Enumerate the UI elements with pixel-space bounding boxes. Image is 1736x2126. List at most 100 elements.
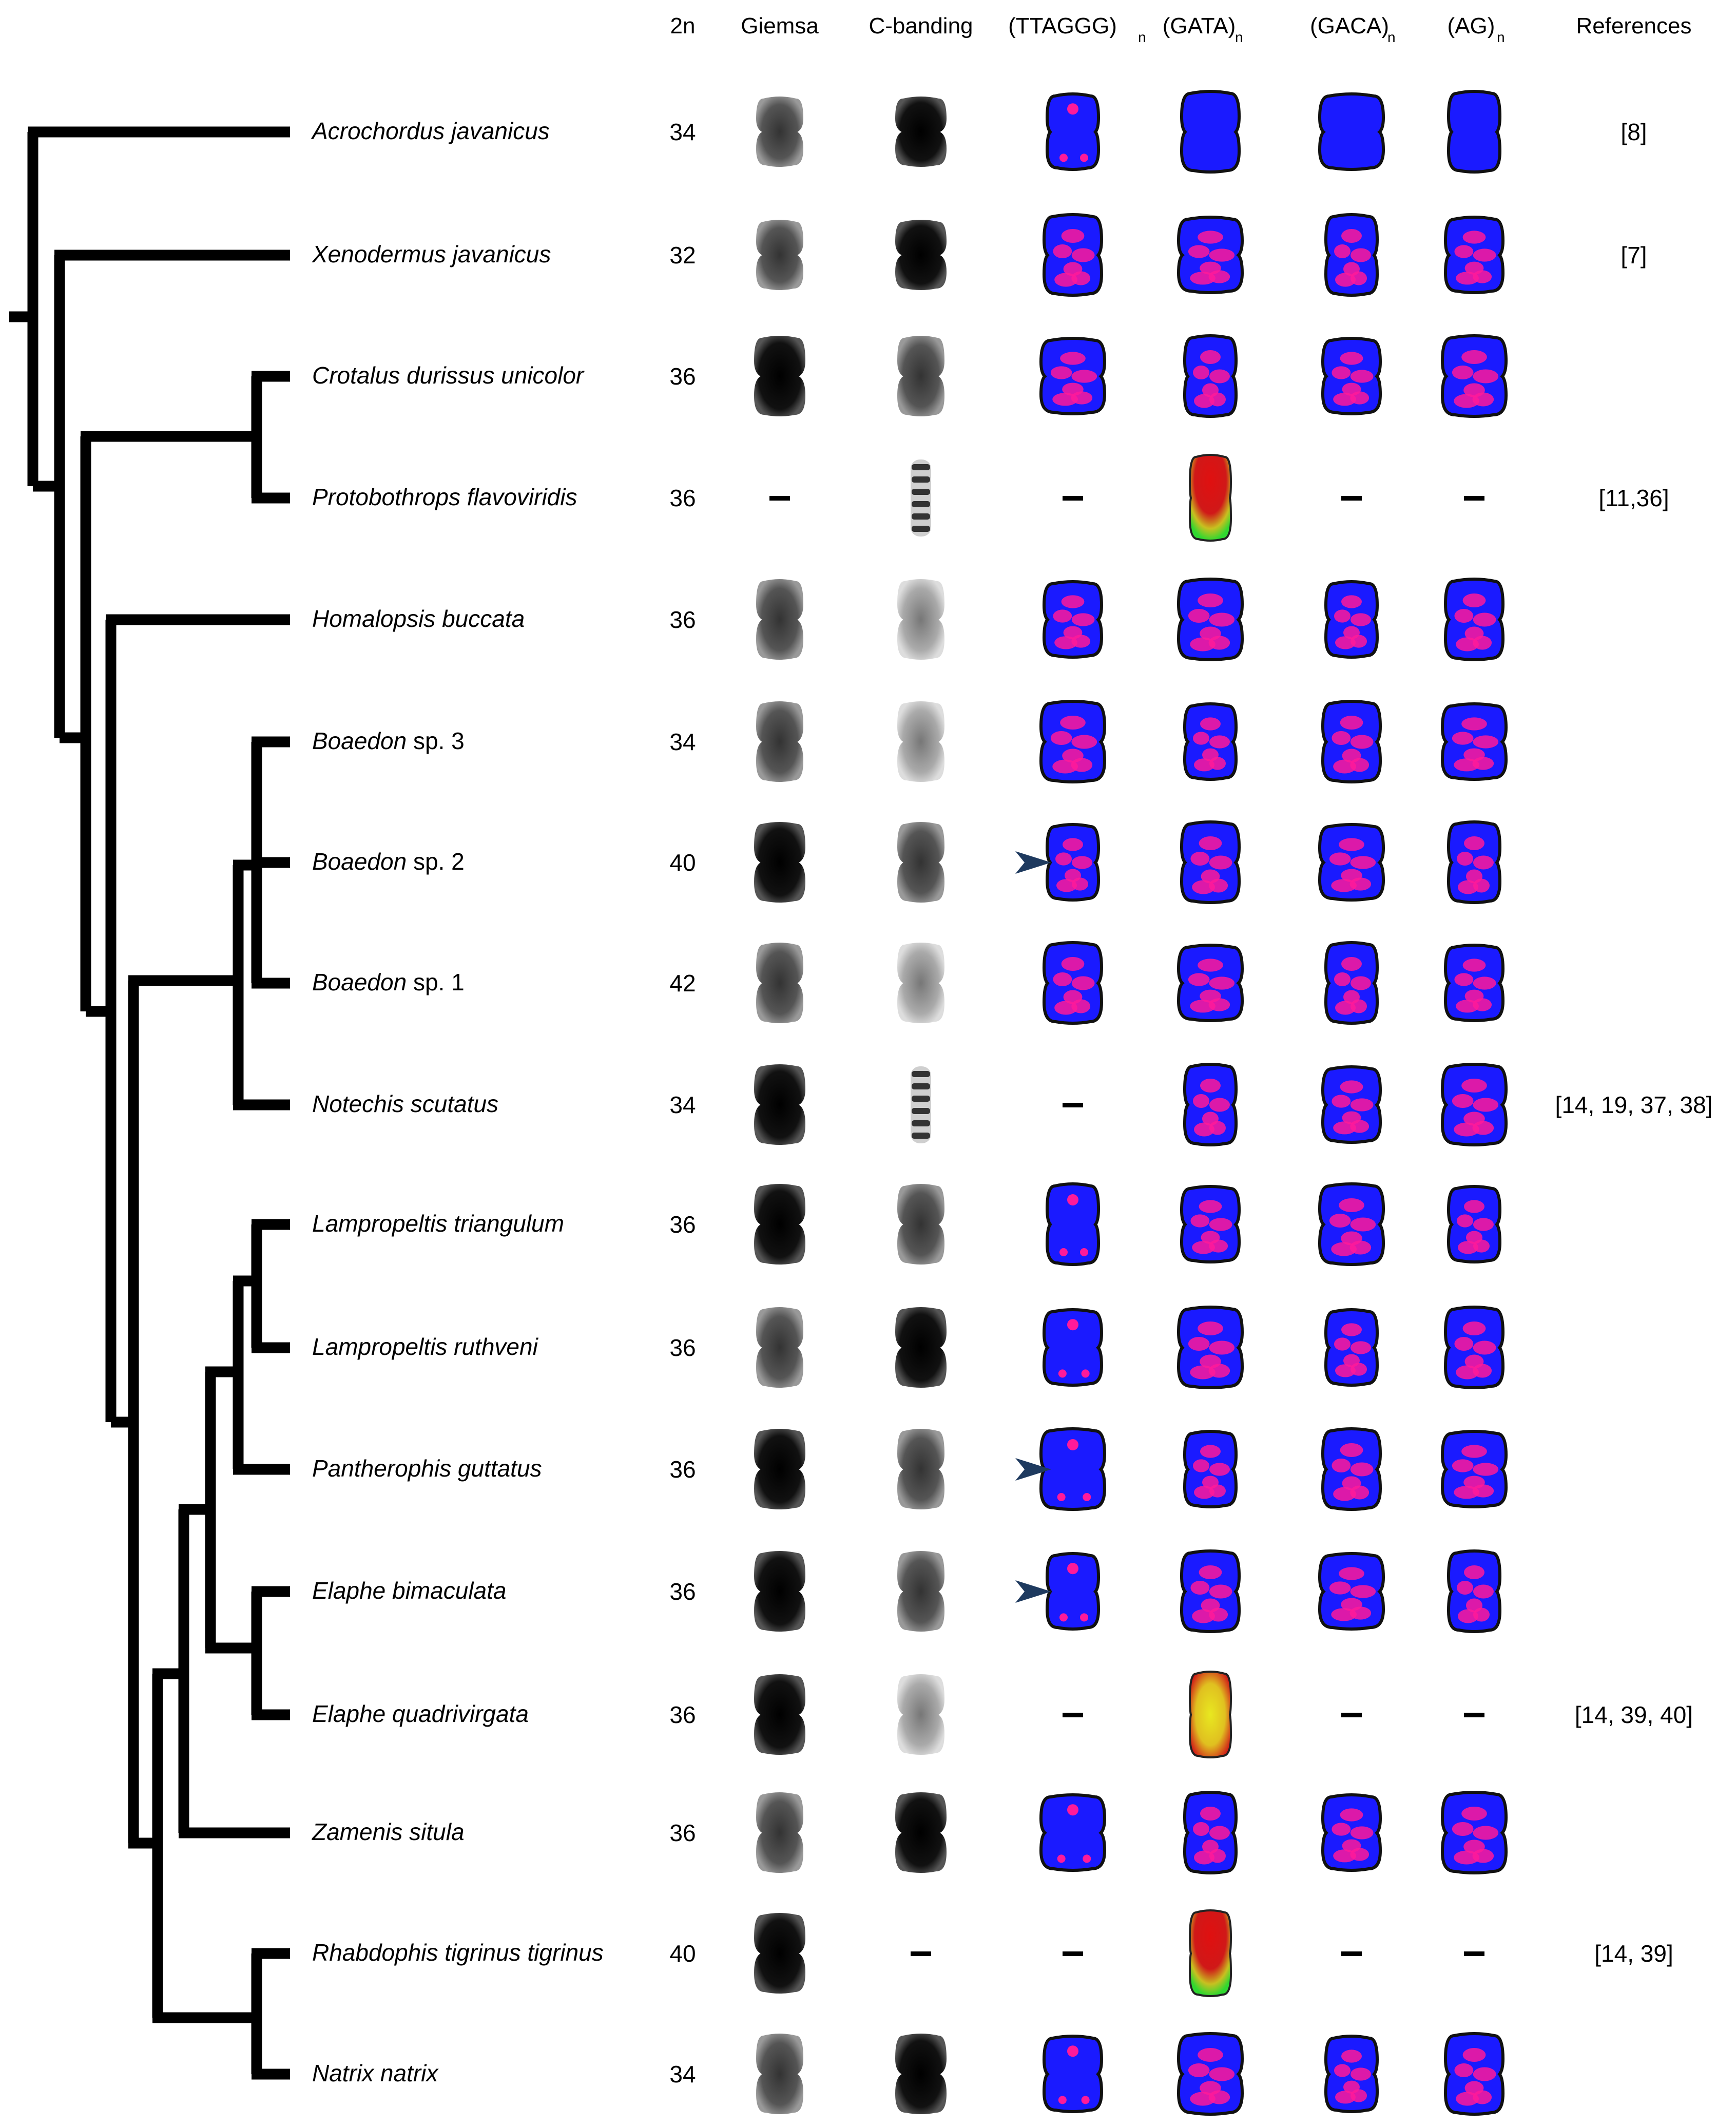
ag-chromosome: [1440, 1063, 1508, 1146]
ttaggg-chromosome: [1045, 823, 1101, 902]
gaca-chromosome: [1324, 941, 1379, 1025]
col-header-2n: 2n: [670, 13, 696, 39]
arrowhead-marker-icon: [1015, 1580, 1051, 1603]
cband-absent-mark: [911, 1951, 931, 1956]
cband-chromosome: [897, 336, 944, 416]
cband-chromosome: [895, 1307, 947, 1388]
cband-chromosome: [897, 822, 944, 903]
species-name: Boaedon sp. 1: [312, 969, 465, 995]
ttaggg-chromosome: [1042, 213, 1104, 297]
species-name: Protobothrops flavoviridis: [312, 484, 577, 510]
ag-chromosome: [1440, 334, 1508, 418]
diploid-number: 36: [669, 606, 696, 633]
cband-chromosome: [897, 579, 944, 660]
gaca-absent-mark: [1341, 1713, 1362, 1717]
species-name: Natrix natrix: [312, 2060, 439, 2086]
ttaggg-chromosome: [1039, 1793, 1107, 1872]
giemsa-chromosome: [756, 97, 803, 167]
cband-chromosome: [897, 1184, 944, 1265]
gata-chromosome: [1180, 90, 1241, 174]
ttaggg-chromosome: [1039, 337, 1107, 415]
gaca-absent-mark: [1341, 496, 1362, 501]
ttaggg-chromosome: [1042, 2035, 1104, 2113]
cband-chromosome: [897, 943, 944, 1023]
giemsa-chromosome: [756, 1792, 803, 1873]
diploid-number: 34: [669, 119, 696, 145]
gaca-chromosome: [1321, 1793, 1382, 1872]
ttaggg-chromosome: [1039, 700, 1107, 783]
giemsa-chromosome: [754, 822, 805, 903]
diploid-number: 32: [669, 242, 696, 269]
giemsa-chromosome: [756, 943, 803, 1023]
giemsa-absent-mark: [769, 496, 790, 501]
gata-chromosome: [1188, 1909, 1232, 1997]
cband-chromosome: [897, 1551, 944, 1632]
ag-chromosome: [1440, 702, 1508, 781]
diploid-number: 34: [669, 2061, 696, 2087]
diploid-number: 36: [669, 1456, 696, 1483]
gata-chromosome: [1176, 578, 1244, 661]
ttaggg-chromosome: [1042, 1308, 1104, 1387]
phylogenetic-tree: [9, 126, 290, 2080]
ag-chromosome: [1446, 1549, 1502, 1633]
cband-chromosome: [897, 1429, 944, 1509]
giemsa-chromosome: [756, 701, 803, 782]
gata-chromosome: [1176, 2032, 1244, 2116]
ag-absent-mark: [1464, 496, 1484, 501]
diploid-number: 36: [669, 1334, 696, 1361]
column-headers: 2n Giemsa C-banding (TTAGGG) n (GATA) n …: [670, 13, 1692, 45]
cband-chromosome: [895, 1792, 947, 1873]
species-name: Notechis scutatus: [312, 1090, 498, 1117]
gaca-chromosome: [1318, 1182, 1385, 1266]
col-header-c-banding: C-banding: [869, 13, 973, 39]
diploid-number: 42: [669, 970, 696, 997]
species-name: Elaphe quadrivirgata: [312, 1700, 529, 1727]
col-header-ag: (AG) n: [1448, 13, 1505, 45]
giemsa-chromosome: [754, 1674, 805, 1755]
col-header-references: References: [1576, 13, 1691, 39]
giemsa-chromosome: [754, 1429, 805, 1509]
giemsa-chromosome: [754, 1184, 805, 1265]
diploid-number: 34: [669, 729, 696, 755]
reference-citation: [11,36]: [1598, 485, 1669, 511]
diploid-number: 36: [669, 1819, 696, 1846]
col-header-giemsa: Giemsa: [741, 13, 819, 39]
reference-citation: [14, 39]: [1594, 1940, 1673, 1967]
diploid-number: 40: [669, 849, 696, 876]
gata-chromosome: [1176, 944, 1244, 1022]
arrowhead-marker-icon: [1015, 1458, 1051, 1481]
species-name: Elaphe bimaculata: [312, 1577, 506, 1604]
giemsa-chromosome: [754, 1913, 805, 1994]
gaca-chromosome: [1321, 700, 1382, 783]
svg-text:n: n: [1235, 29, 1243, 45]
giemsa-chromosome: [754, 1064, 805, 1145]
cband-chromosome: [895, 2034, 947, 2114]
gaca-chromosome: [1321, 1427, 1382, 1511]
diploid-number: 36: [669, 1701, 696, 1728]
ag-chromosome: [1443, 1306, 1505, 1389]
gata-chromosome: [1183, 1063, 1238, 1146]
cband-chromosome: [897, 701, 944, 782]
species-name: Acrochordus javanicus: [311, 118, 550, 144]
ag-chromosome: [1446, 820, 1502, 904]
gata-chromosome: [1180, 1185, 1241, 1263]
ttaggg-chromosome: [1045, 1552, 1101, 1631]
ag-chromosome: [1443, 578, 1505, 661]
arrowhead-marker-icon: [1015, 851, 1051, 874]
svg-text:(GACA): (GACA): [1310, 13, 1389, 39]
species-name: Lampropeltis ruthveni: [312, 1333, 539, 1360]
gata-chromosome: [1183, 1791, 1238, 1874]
gata-chromosome: [1176, 216, 1244, 294]
svg-text:(GATA): (GATA): [1163, 13, 1236, 39]
